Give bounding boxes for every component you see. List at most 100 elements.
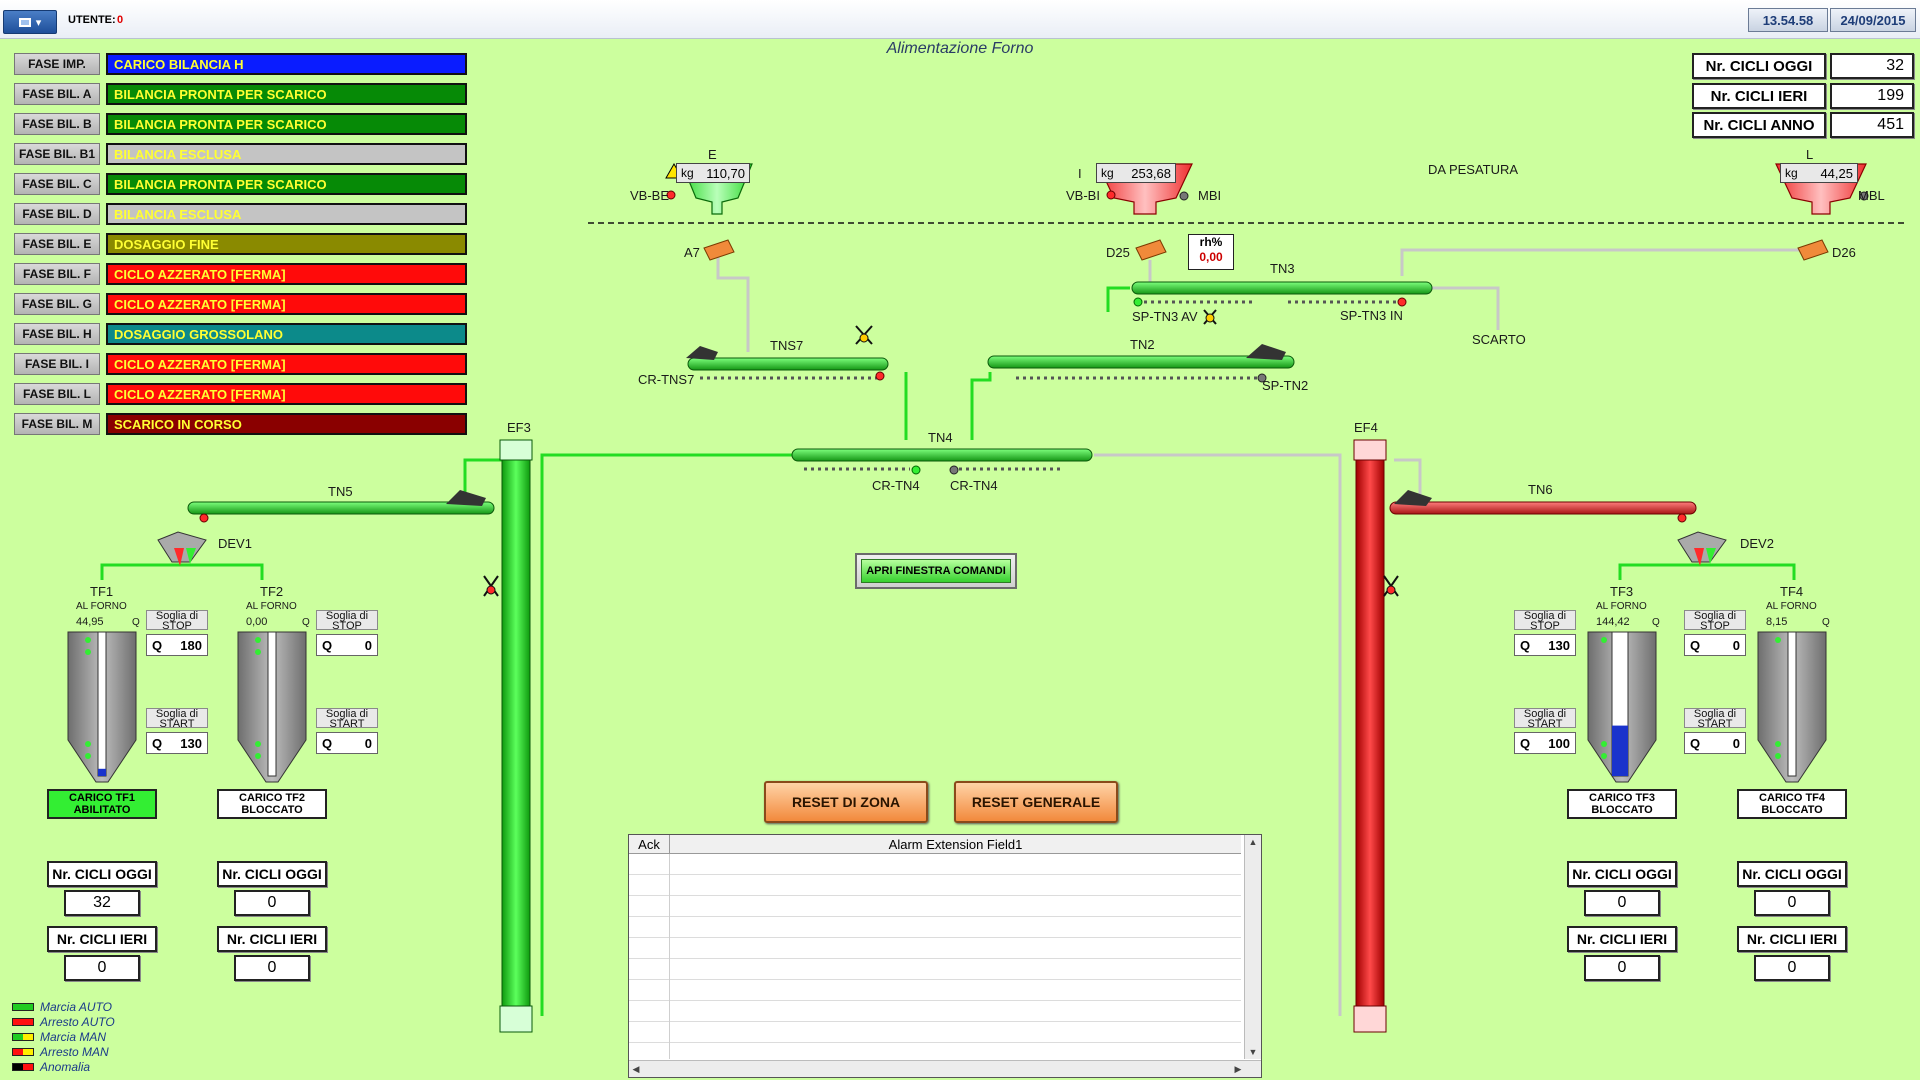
diverter-dev1: [157, 531, 207, 566]
tn4-label: TN4: [928, 430, 953, 445]
clock-time: 13.54.58: [1748, 8, 1828, 32]
silo-load-command[interactable]: CARICO TF1 ABILITATO: [47, 789, 157, 819]
sp-tn3-av-label: SP-TN3 AV: [1132, 309, 1198, 324]
alarm-horizontal-scrollbar[interactable]: ◀ ▶: [629, 1060, 1261, 1077]
main-menu-button[interactable]: ▾: [3, 10, 57, 34]
legend-swatch: [12, 1003, 34, 1011]
phase-status: BILANCIA PRONTA PER SCARICO: [106, 113, 467, 135]
silo-load-command[interactable]: CARICO TF2 BLOCCATO: [217, 789, 327, 819]
conveyor-tn2: [987, 344, 1295, 383]
legend-label: Arresto AUTO: [40, 1015, 115, 1029]
silo-tf1: [67, 631, 137, 783]
tn2-label: TN2: [1130, 337, 1155, 352]
silo-name: TF4: [1780, 584, 1804, 599]
threshold-stop-box[interactable]: Soglia di STOP Q 180: [146, 610, 208, 656]
silo-cicli-oggi-label: Nr. CICLI OGGI: [217, 861, 327, 887]
elevator-ef4: [1353, 439, 1387, 1033]
mbl-label: MBL: [1858, 188, 1885, 203]
silo-cicli-ieri-label: Nr. CICLI IERI: [1737, 926, 1847, 952]
phase-status: DOSAGGIO FINE: [106, 233, 467, 255]
phase-label: FASE BIL. D: [14, 203, 100, 225]
alarm-col-field[interactable]: Alarm Extension Field1: [888, 836, 1023, 852]
phase-label: FASE IMP.: [14, 53, 100, 75]
silo-cicli-ieri-value: 0: [1584, 955, 1660, 981]
cr-tn4-b-label: CR-TN4: [950, 478, 998, 493]
scroll-down-icon[interactable]: ▼: [1248, 1047, 1258, 1057]
silo-cicli-ieri-value: 0: [1754, 955, 1830, 981]
threshold-stop-field[interactable]: Q 180: [146, 634, 208, 656]
phase-status: BILANCIA PRONTA PER SCARICO: [106, 173, 467, 195]
silo-level-unit: Q: [302, 617, 310, 628]
scroll-right-icon[interactable]: ▶: [1234, 1063, 1242, 1074]
threshold-start-value: 0: [1732, 735, 1740, 751]
threshold-start-value: 100: [1548, 735, 1570, 751]
silo-level-unit: Q: [1822, 617, 1830, 628]
legend-swatch: [12, 1018, 34, 1026]
rh-value: 0,00: [1199, 250, 1223, 264]
phase-label: FASE BIL. G: [14, 293, 100, 315]
phase-status: CARICO BILANCIA H: [106, 53, 467, 75]
sp-tn2-label: SP-TN2: [1262, 378, 1309, 393]
silo-subtitle: AL FORNO: [1766, 601, 1817, 612]
valve-vb-bi-label: VB-BI: [1066, 188, 1100, 203]
alarm-vertical-scrollbar[interactable]: ▲ ▼: [1244, 835, 1261, 1059]
silo-level-unit: Q: [1652, 617, 1660, 628]
legend-swatch: [12, 1063, 34, 1071]
reset-generale-button[interactable]: RESET GENERALE: [954, 781, 1118, 823]
silo-load-command[interactable]: CARICO TF4 BLOCCATO: [1737, 789, 1847, 819]
sp-tn3-in-label: SP-TN3 IN: [1340, 308, 1403, 323]
threshold-stop-unit: Q: [322, 637, 333, 653]
tn5-label: TN5: [328, 484, 353, 499]
legend-label: Marcia AUTO: [40, 1000, 113, 1014]
apri-finestra-comandi-label: APRI FINESTRA COMANDI: [861, 559, 1011, 583]
window-icon: [18, 17, 31, 27]
silo-load-command[interactable]: CARICO TF3 BLOCCATO: [1567, 789, 1677, 819]
phase-status: DOSAGGIO GROSSOLANO: [106, 323, 467, 345]
scroll-left-icon[interactable]: ◀: [632, 1063, 640, 1074]
threshold-stop-unit: Q: [152, 637, 163, 653]
elevator-ef3: [499, 439, 533, 1033]
reset-zona-button[interactable]: RESET DI ZONA: [764, 781, 928, 823]
conveyor-tn3: [1131, 281, 1433, 307]
phase-status: BILANCIA ESCLUSA: [106, 143, 467, 165]
mbi-label: MBI: [1198, 188, 1222, 203]
threshold-stop-title: Soglia di STOP: [1514, 610, 1576, 632]
silo-cicli-oggi-label: Nr. CICLI OGGI: [47, 861, 157, 887]
phase-status: CICLO AZZERATO [FERMA]: [106, 293, 467, 315]
conveyor-tn5: [187, 490, 495, 523]
alarm-col-ack[interactable]: Ack: [629, 835, 670, 853]
scale-l-name: L: [1806, 147, 1814, 162]
silo-level-value: 8,15: [1766, 616, 1788, 628]
threshold-stop-title: Soglia di STOP: [146, 610, 208, 632]
silo-cicli-ieri-label: Nr. CICLI IERI: [1567, 926, 1677, 952]
silo-subtitle: AL FORNO: [76, 601, 127, 612]
gate-d25-label: D25: [1106, 245, 1130, 260]
alarm-grid[interactable]: Ack Alarm Extension Field1 ▲ ▼ ◀ ▶: [628, 834, 1262, 1078]
apri-finestra-comandi-button[interactable]: APRI FINESTRA COMANDI: [855, 553, 1017, 589]
page-title: Alimentazione Forno: [886, 40, 1034, 57]
silo-subtitle: AL FORNO: [246, 601, 297, 612]
scale-i-unit: kg: [1101, 166, 1114, 180]
threshold-stop-value: 180: [180, 637, 202, 653]
scroll-up-icon[interactable]: ▲: [1248, 837, 1258, 847]
scale-i-name: I: [1078, 166, 1082, 181]
silo-level-value: 144,42: [1596, 616, 1630, 628]
silo-name: TF3: [1610, 584, 1634, 599]
phase-status: CICLO AZZERATO [FERMA]: [106, 263, 467, 285]
